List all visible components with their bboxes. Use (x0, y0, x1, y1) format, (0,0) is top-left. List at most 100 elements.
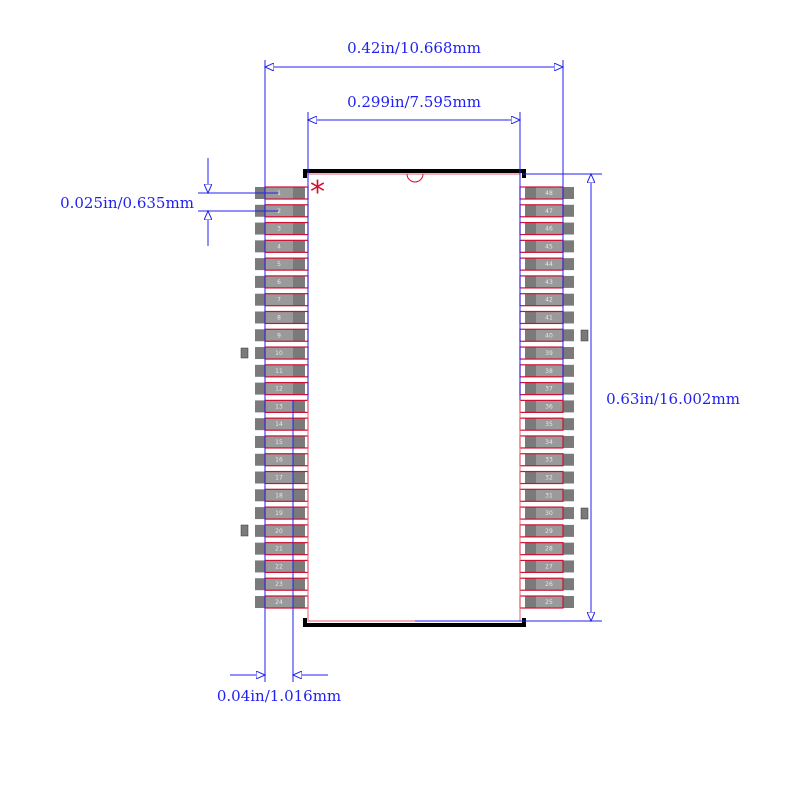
pad-31: 31 (519, 488, 574, 502)
pad-26: 26 (519, 577, 574, 591)
pin-number: 31 (545, 492, 553, 499)
pad-25: 25 (519, 595, 574, 609)
pad-20: 20 (255, 524, 309, 538)
pin-number: 30 (545, 510, 553, 517)
pin-number: 5 (277, 261, 281, 268)
pin-number: 27 (545, 563, 553, 570)
pin-number: 33 (545, 457, 553, 464)
pin-number: 37 (545, 386, 553, 393)
pin-number: 11 (275, 368, 283, 375)
pin-number: 35 (545, 421, 553, 428)
pad-18: 18 (255, 488, 309, 502)
pad-5: 5 (255, 257, 309, 271)
body-courtyard (307, 173, 521, 622)
pad-9: 9 (255, 328, 309, 342)
mark (580, 329, 589, 342)
pitch-label: 0.025in/0.635mm (60, 194, 194, 212)
mark (580, 507, 589, 520)
pin-number: 13 (275, 403, 283, 410)
pad-3: 3 (255, 221, 309, 236)
pad-length-label: 0.04in/1.016mm (217, 687, 341, 705)
pin-number: 39 (545, 350, 553, 357)
pin-number: 17 (275, 475, 283, 482)
pad-30: 30 (519, 506, 574, 520)
pin-number: 3 (277, 226, 281, 233)
pad-22: 22 (255, 559, 309, 574)
pad-48: 48 (519, 186, 574, 200)
pin-number: 34 (545, 439, 553, 446)
pin-number: 44 (545, 261, 553, 268)
pad-45: 45 (519, 239, 574, 253)
pin-number: 19 (275, 510, 283, 517)
pin-number: 40 (545, 332, 553, 339)
pin-number: 23 (275, 581, 283, 588)
pin-number: 4 (277, 243, 281, 250)
pad-46: 46 (519, 221, 574, 236)
pad-7: 7 (255, 293, 309, 307)
pad-43: 43 (519, 275, 574, 289)
pad-14: 14 (255, 417, 309, 431)
mark (240, 524, 249, 537)
pad-39: 39 (519, 346, 574, 360)
pin-number: 29 (545, 528, 553, 535)
pad-36: 36 (519, 399, 574, 413)
pin-number: 14 (275, 421, 283, 428)
pin-number: 15 (275, 439, 283, 446)
pin-number: 9 (277, 332, 281, 339)
pin-number: 36 (545, 403, 553, 410)
overall-width-label: 0.42in/10.668mm (347, 39, 481, 57)
pad-6: 6 (255, 275, 309, 289)
pad-47: 47 (519, 204, 574, 218)
pin1-marker: * (310, 175, 325, 210)
dimension-lines (198, 60, 602, 682)
pin-number: 22 (275, 563, 283, 570)
pin-number: 18 (275, 492, 283, 499)
pad-37: 37 (519, 382, 574, 396)
pad-19: 19 (255, 506, 309, 520)
pin-number: 20 (275, 528, 283, 535)
pin-number: 47 (545, 208, 553, 215)
pin-number: 6 (277, 279, 281, 286)
pin-number: 1 (277, 190, 281, 197)
pad-34: 34 (519, 435, 574, 449)
pin-number: 8 (277, 314, 281, 321)
pin-number: 21 (275, 546, 283, 553)
pin-number: 2 (277, 208, 281, 215)
pad-44: 44 (519, 257, 574, 271)
pad-23: 23 (255, 577, 309, 591)
body-width-label: 0.299in/7.595mm (347, 93, 481, 111)
pin-number: 16 (275, 457, 283, 464)
pad-33: 33 (519, 453, 574, 467)
pin-number: 38 (545, 368, 553, 375)
pin-number: 7 (277, 297, 281, 304)
pad-41: 41 (519, 310, 574, 325)
pin1-notch (406, 173, 424, 183)
pad-24: 24 (255, 595, 309, 609)
pad-35: 35 (519, 417, 574, 431)
pad-21: 21 (255, 542, 309, 556)
pin-number: 25 (545, 599, 553, 606)
pin-number: 26 (545, 581, 553, 588)
pad-13: 13 (255, 399, 309, 413)
pin-number: 43 (545, 279, 553, 286)
pad-28: 28 (519, 542, 574, 556)
pad-1: 1 (255, 186, 309, 200)
pad-8: 8 (255, 310, 309, 325)
pin-number: 12 (275, 386, 283, 393)
pad-12: 12 (255, 382, 309, 396)
pad-40: 40 (519, 328, 574, 342)
pad-10: 10 (255, 346, 309, 360)
pin-number: 42 (545, 297, 553, 304)
pad-38: 38 (519, 364, 574, 378)
pad-29: 29 (519, 524, 574, 538)
pin-number: 41 (545, 314, 553, 321)
pin-number: 32 (545, 475, 553, 482)
pads-group: 1234567891011121314151617181920212223244… (255, 186, 574, 609)
pad-15: 15 (255, 435, 309, 449)
pin-number: 48 (545, 190, 553, 197)
pin-number: 10 (275, 350, 283, 357)
pin-number: 28 (545, 546, 553, 553)
pad-4: 4 (255, 239, 309, 253)
